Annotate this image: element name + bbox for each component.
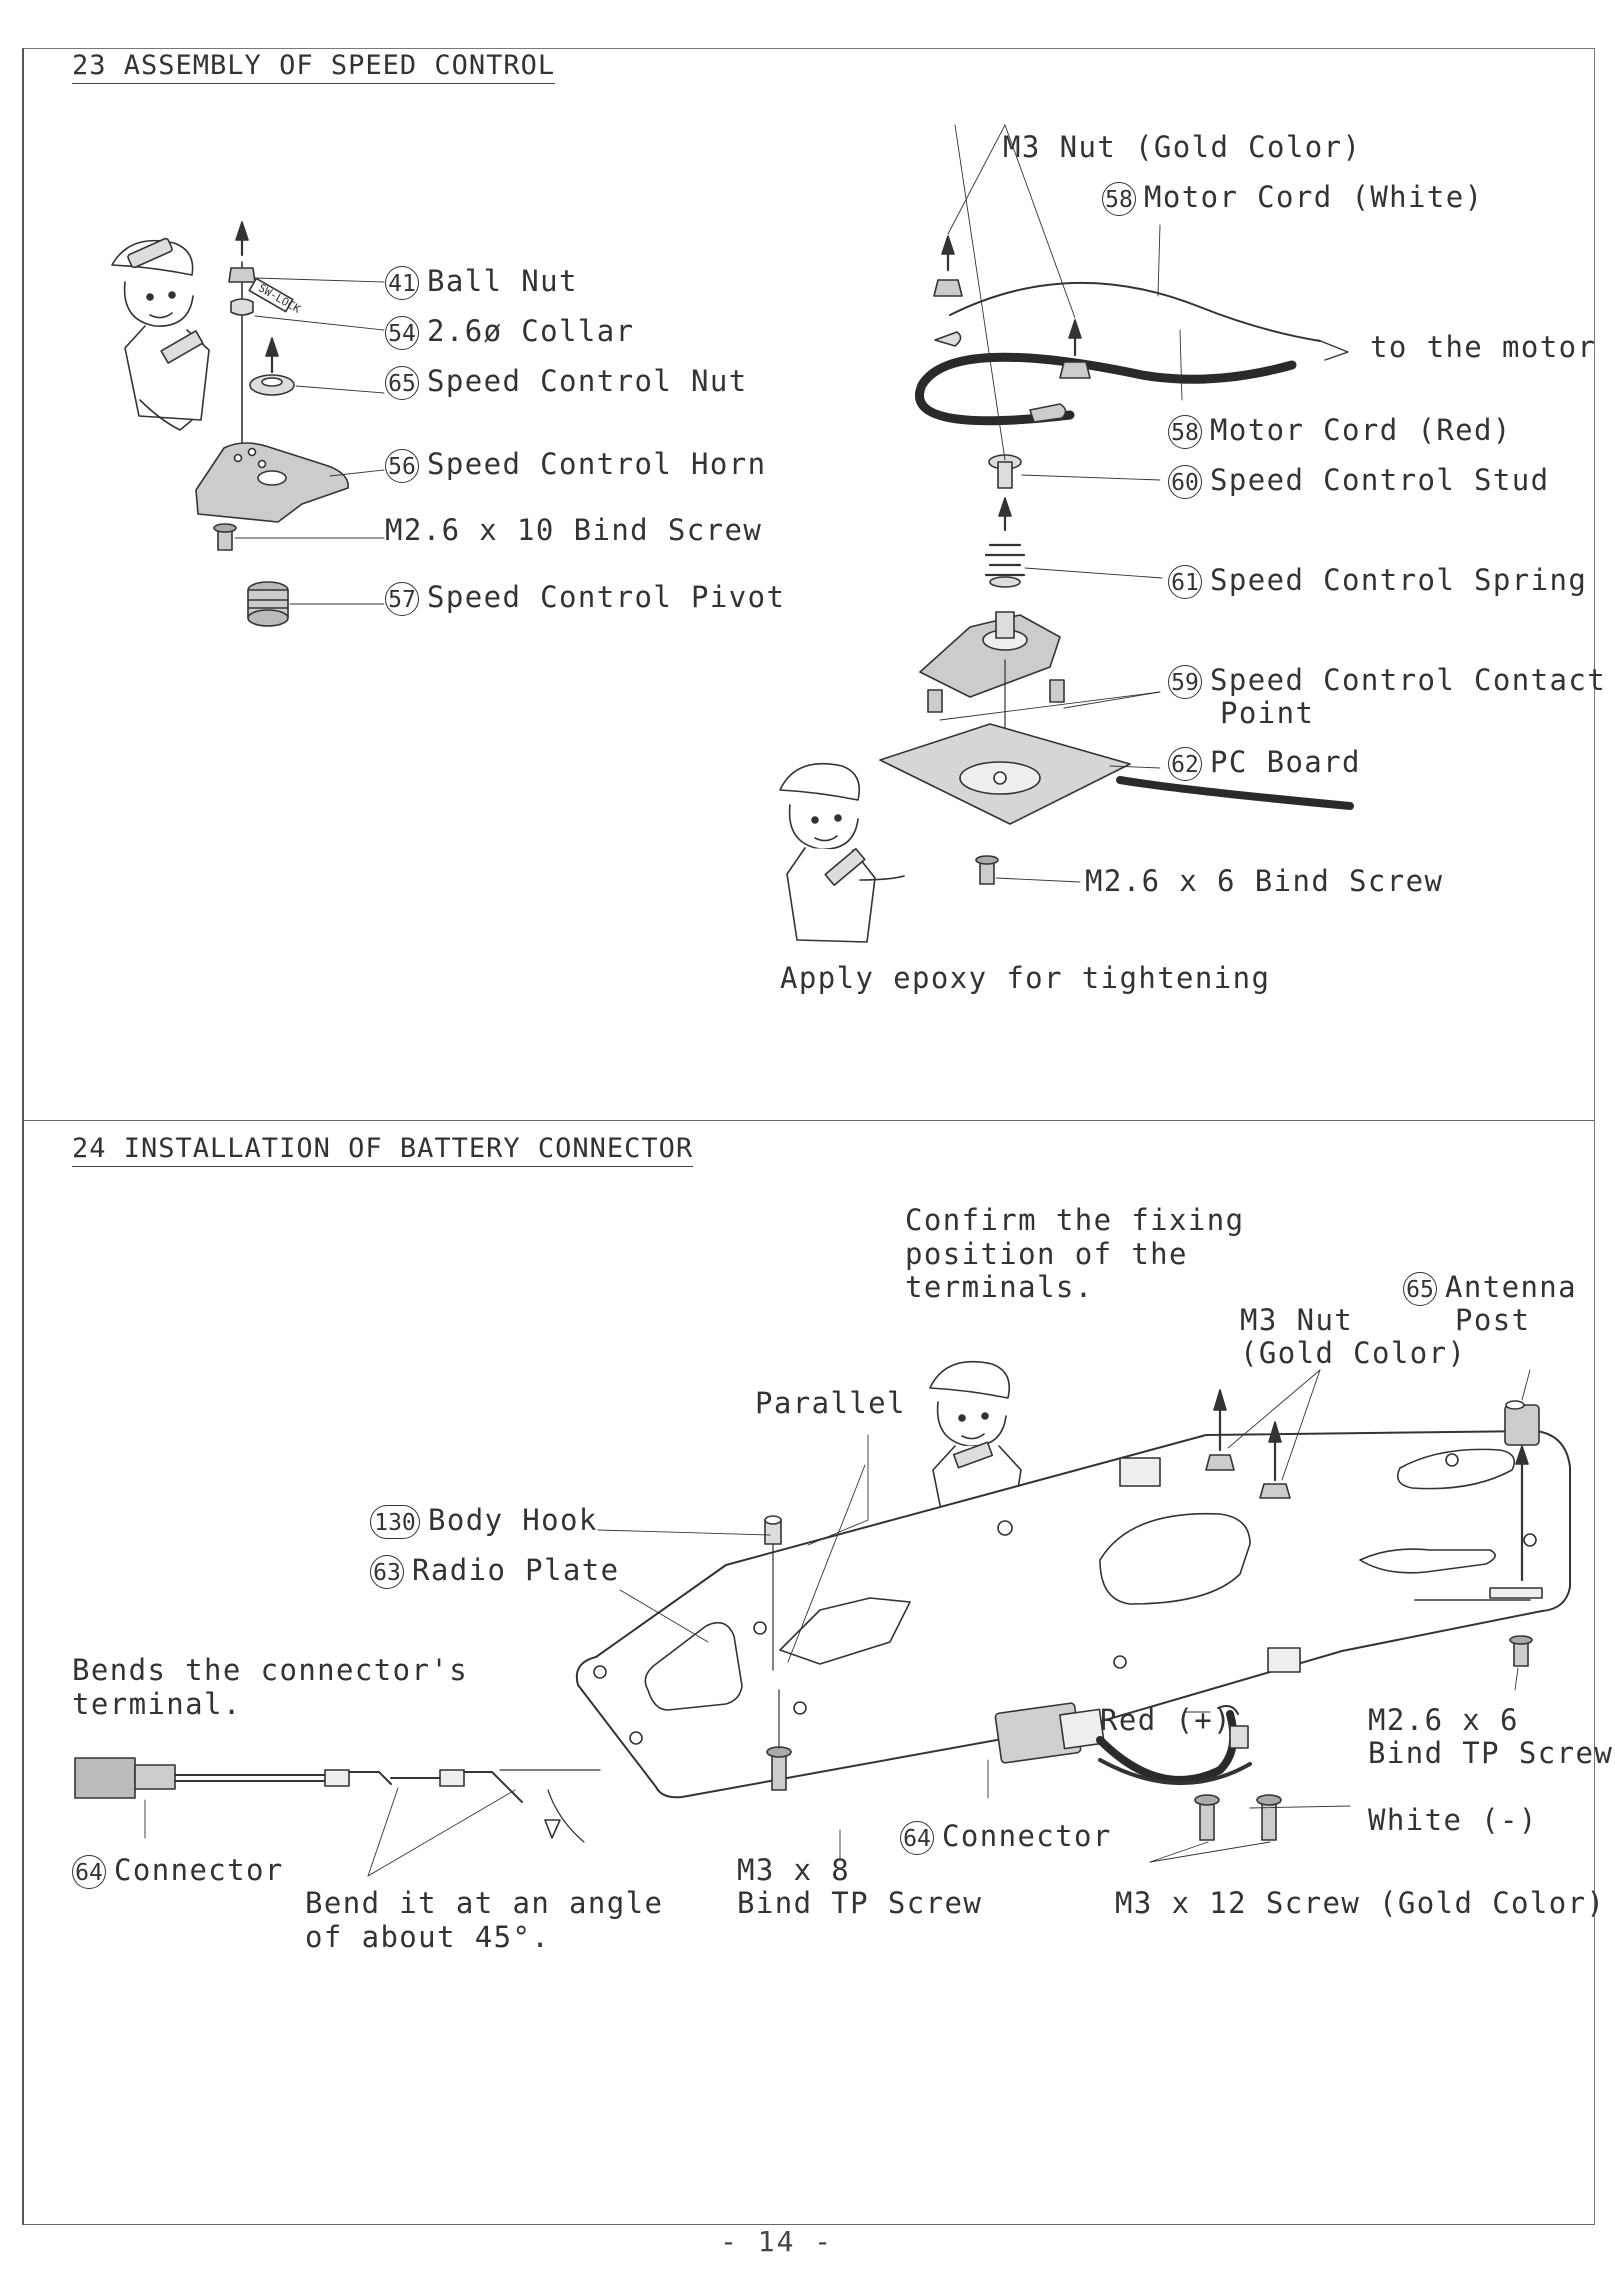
bind-tp-screw-right-label: Bind TP Screw [1368,1736,1614,1770]
part-number-badge: 58 [1102,182,1136,216]
confirm-note-line-3: terminals. [905,1270,1094,1304]
part-number-badge: 65 [385,366,419,400]
part-name: Speed Control Horn [427,447,767,481]
page-number: - 14 - [720,2225,834,2258]
speed-control-parts-right [880,125,1350,884]
part-number-badge: 64 [72,1855,106,1889]
part-name: Motor Cord (Red) [1210,413,1512,447]
part-name: Ball Nut [427,264,578,298]
part-number-badge: 59 [1168,665,1202,699]
m3-nut-label-24: M3 Nut [1240,1303,1354,1337]
bend-note-line-1: Bend it at an angle [305,1886,664,1920]
part-name: Speed Control Contact [1210,663,1607,697]
part-number-badge: 58 [1168,415,1202,449]
part-name: Radio Plate [412,1553,620,1587]
to-the-motor-label: to the motor [1370,330,1597,364]
part-number-badge: 65 [1403,1272,1437,1306]
bend-note-line-2: of about 45°. [305,1920,551,1954]
antenna-post-line-2: Post [1455,1303,1531,1337]
mascot-top-left [112,238,209,430]
part-name: PC Board [1210,745,1361,779]
part-number-badge: 61 [1168,565,1202,599]
leader-lines-24 [598,1370,1530,1862]
epoxy-note: Apply epoxy for tightening [780,961,1271,995]
m3x12-screw-gold-label: M3 x 12 Screw (Gold Color) [1115,1886,1606,1920]
bind-tp-screw-left-label: Bind TP Screw [737,1886,983,1920]
part-number-badge: 62 [1168,747,1202,781]
part-name: Speed Control Stud [1210,463,1550,497]
m3x8-label: M3 x 8 [737,1853,851,1887]
part-number-badge: 54 [385,316,419,350]
connector-bend-detail [75,1758,600,1876]
section-24-title: 24 INSTALLATION OF BATTERY CONNECTOR [72,1133,694,1167]
part-name: Speed Control Spring [1210,563,1588,597]
gold-color-label-24: (Gold Color) [1240,1336,1467,1370]
mascot-top-right [780,764,904,942]
m2-6x6-label-24: M2.6 x 6 [1368,1703,1519,1737]
page-frame [22,48,1595,2225]
part-name: Body Hook [428,1503,598,1537]
bind-screw-m2-6x6: M2.6 x 6 Bind Screw [1085,864,1444,898]
red-plus-label: Red (+) [1100,1703,1233,1737]
part-number-badge: 64 [900,1821,934,1855]
part-name: Antenna [1445,1270,1578,1304]
battery-connector-assembly [767,1690,1281,1840]
white-minus-label: White (-) [1368,1803,1538,1837]
bind-screw-m2-6x10: M2.6 x 10 Bind Screw [385,513,763,547]
bends-note-line-2: terminal. [72,1687,242,1721]
part-number-badge: 60 [1168,465,1202,499]
speed-control-parts-left [196,222,384,626]
part-number-badge: 41 [385,266,419,300]
part-name: 2.6ø Collar [427,314,635,348]
confirm-note-line-2: position of the [905,1237,1188,1271]
parallel-label: Parallel [755,1386,906,1420]
bends-note-line-1: Bends the connector's [72,1653,469,1687]
contact-point-line-2: Point [1220,696,1315,730]
section-23-title: 23 ASSEMBLY OF SPEED CONTROL [72,50,556,84]
part-name: Motor Cord (White) [1144,180,1484,214]
radio-plate [577,1390,1570,1797]
m3-nut-gold-label: M3 Nut (Gold Color) [1003,130,1362,164]
part-number-badge: 57 [385,582,419,616]
part-name: Connector [114,1853,284,1887]
confirm-note-line-1: Confirm the fixing [905,1203,1245,1237]
part-number-badge: 63 [370,1555,404,1589]
section-divider [22,1120,1594,1121]
part-number-badge: 56 [385,449,419,483]
part-number-badge: 130 [370,1505,420,1539]
part-name: Connector [942,1819,1112,1853]
part-name: Speed Control Pivot [427,580,786,614]
part-name: Speed Control Nut [427,364,748,398]
